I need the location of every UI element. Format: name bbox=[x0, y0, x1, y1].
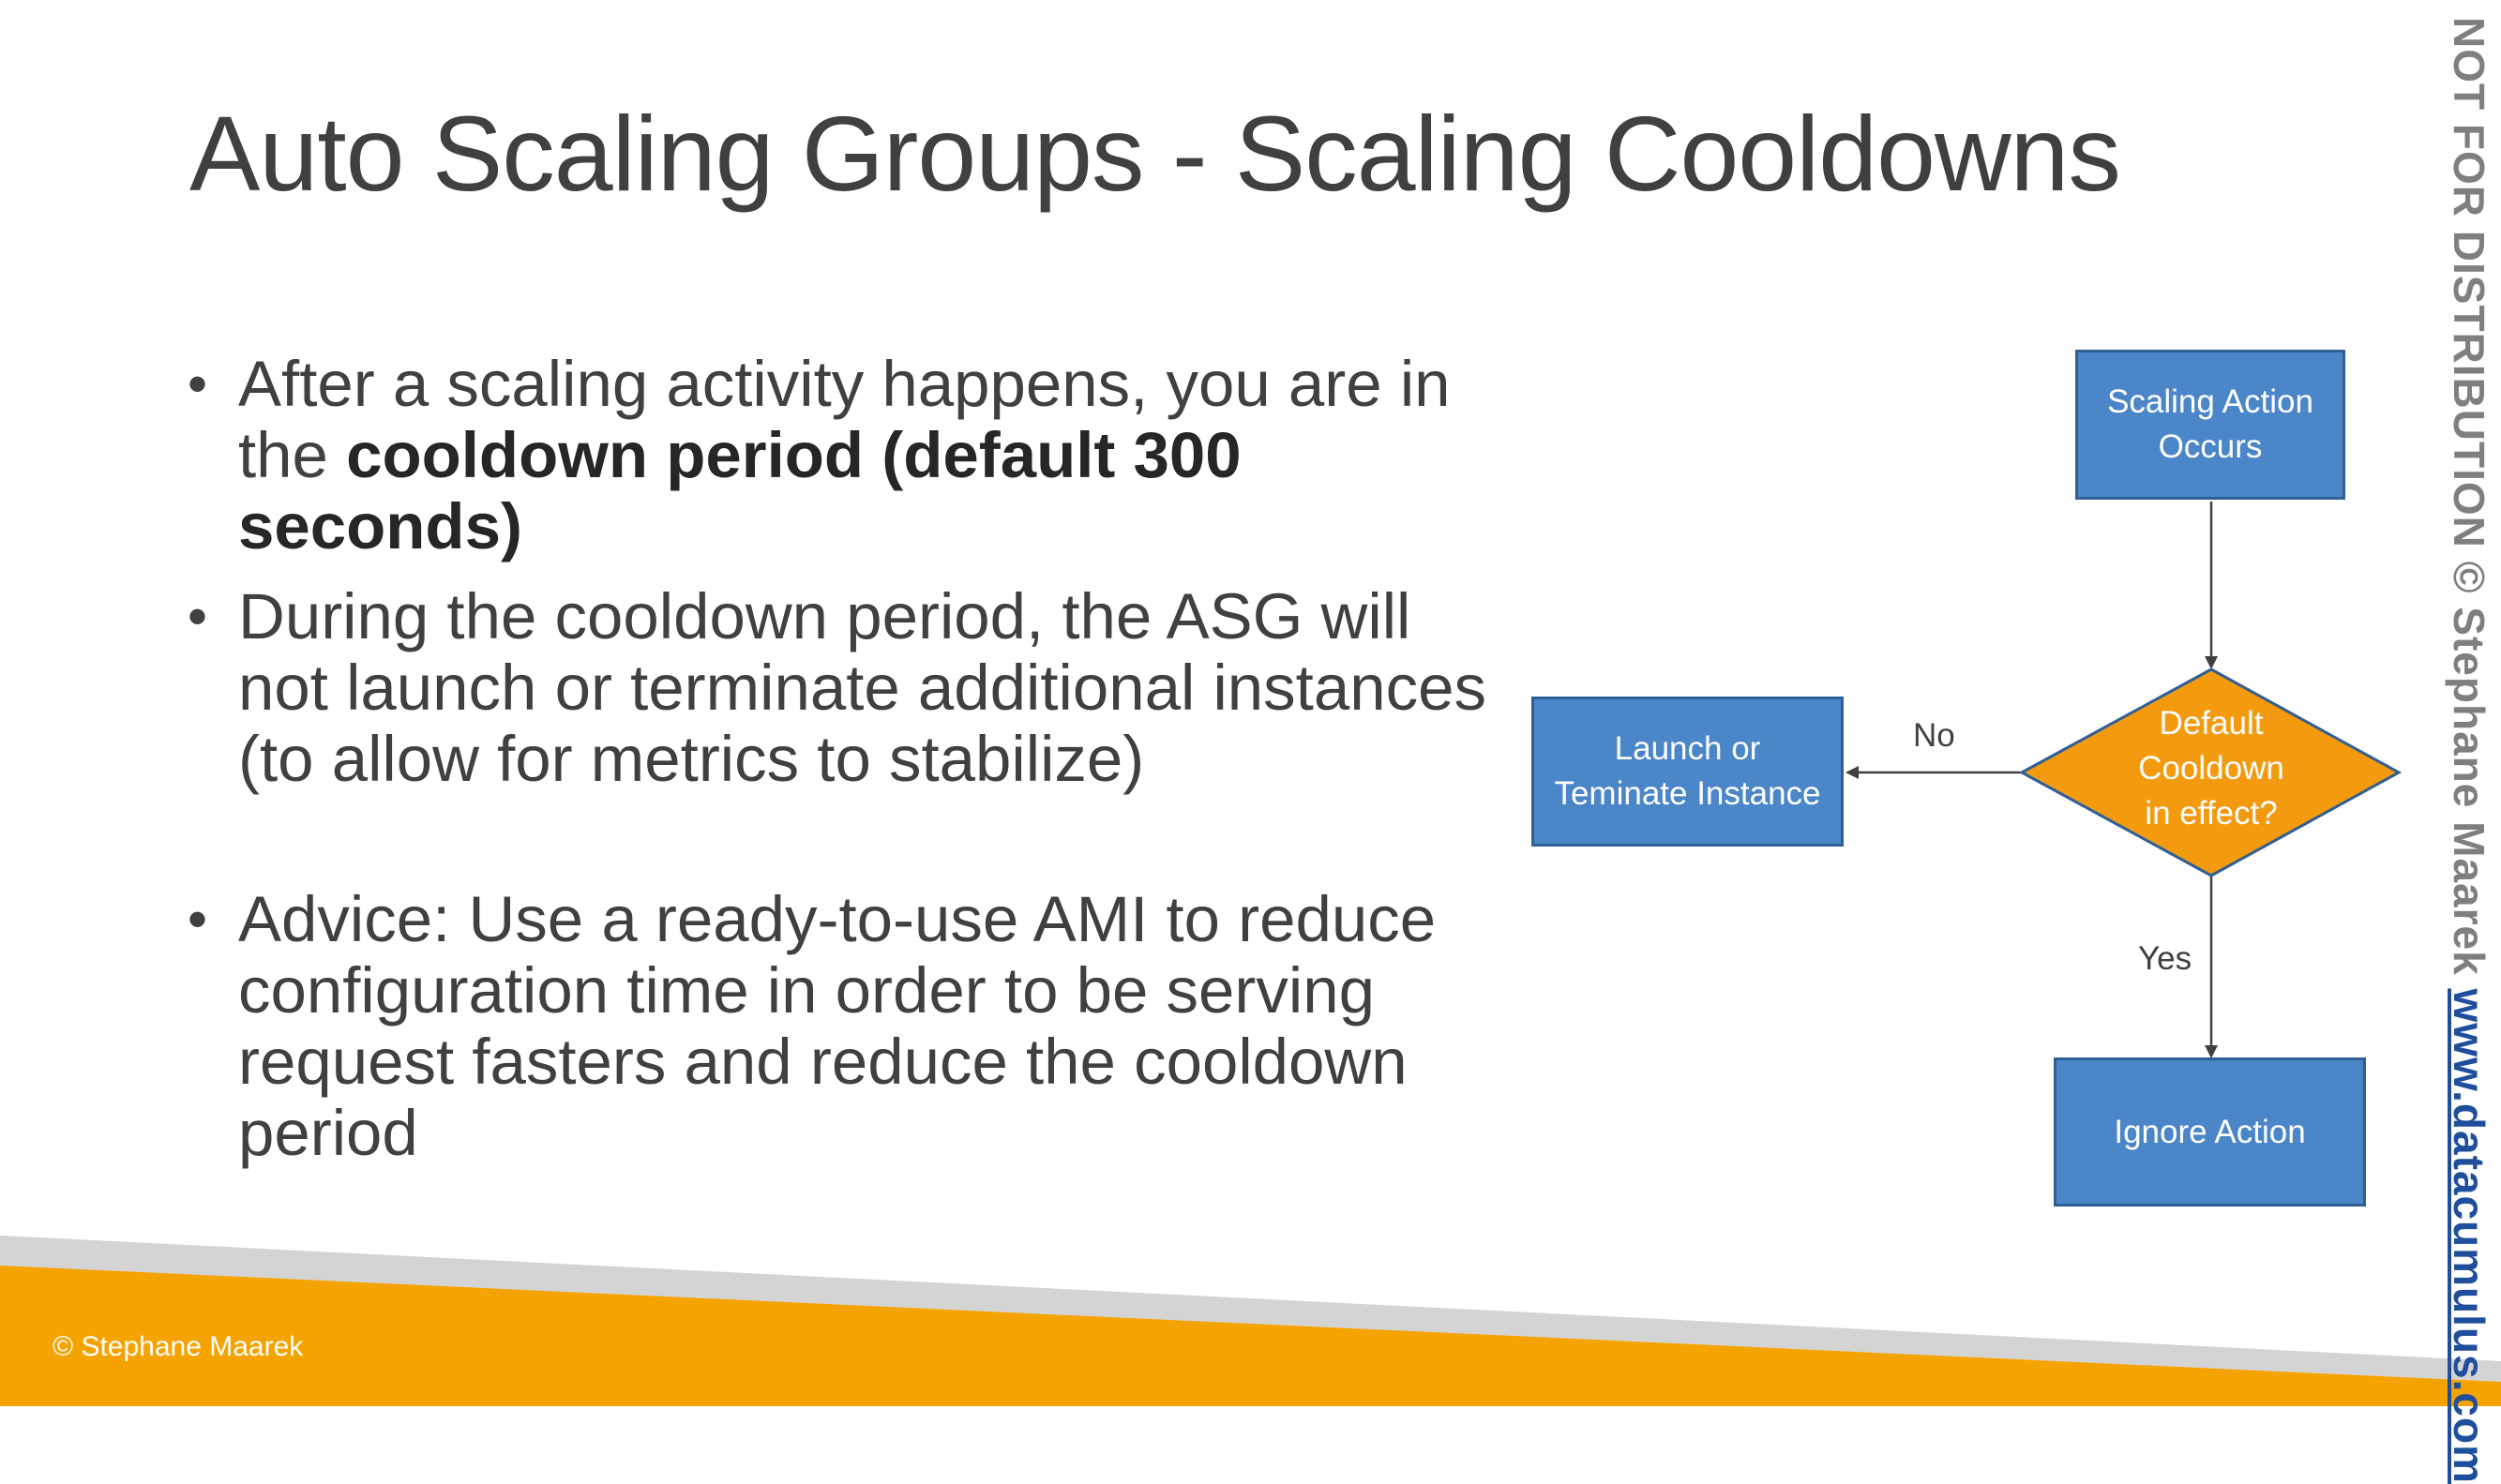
edge-label-yes: Yes bbox=[2138, 940, 2192, 977]
node-line: Default bbox=[2159, 705, 2264, 742]
node-line: Scaling Action bbox=[2107, 383, 2313, 420]
slide: Auto Scaling Groups - Scaling Cooldowns … bbox=[0, 17, 2501, 1484]
bullet-glyph: • bbox=[188, 585, 208, 648]
slide-title: Auto Scaling Groups - Scaling Cooldowns bbox=[189, 95, 2121, 213]
node-default-cooldown: Default Cooldown in effect? bbox=[2071, 701, 2352, 836]
footer-band-orange bbox=[0, 1266, 2501, 1406]
flowchart bbox=[1846, 502, 2403, 1058]
bullet-bold-text: cooldown period (default 300 seconds) bbox=[238, 419, 1242, 562]
node-line: Cooldown bbox=[2138, 750, 2284, 787]
node-line: in effect? bbox=[2145, 795, 2278, 832]
bullet-glyph: • bbox=[188, 352, 208, 415]
node-line: Ignore Action bbox=[2114, 1113, 2306, 1150]
node-launch-or-terminate: Launch or Teminate Instance bbox=[1531, 697, 1844, 847]
edge-label-no: No bbox=[1913, 717, 1955, 754]
bullet-list: • After a scaling activity happens, you … bbox=[188, 349, 1500, 1169]
watermark-url-link[interactable]: www.datacumulus.com bbox=[2445, 988, 2493, 1484]
footer-band bbox=[0, 1236, 2501, 1406]
decision-diamond bbox=[2018, 667, 2403, 877]
node-line: Launch or bbox=[1614, 730, 1761, 767]
bullet-glyph: • bbox=[188, 888, 208, 951]
bullet-text: After a scaling activity happens, you ar… bbox=[238, 348, 1451, 491]
bullet-text: Advice: Use a ready-to-use AMI to reduce… bbox=[238, 883, 1437, 1169]
node-line: Teminate Instance bbox=[1554, 775, 1821, 812]
bullet-text: During the cooldown period, the ASG will… bbox=[238, 580, 1486, 795]
bullet-item: • After a scaling activity happens, you … bbox=[188, 349, 1500, 562]
watermark-text: NOT FOR DISTRIBUTION © Stephane Maarek bbox=[2445, 17, 2493, 989]
footer-copyright: © Stephane Maarek bbox=[53, 1331, 304, 1362]
node-ignore-action: Ignore Action bbox=[2054, 1057, 2366, 1207]
node-scaling-action: Scaling Action Occurs bbox=[2075, 350, 2345, 500]
watermark: NOT FOR DISTRIBUTION © Stephane Maarek w… bbox=[2444, 17, 2494, 1484]
bullet-item: • Advice: Use a ready-to-use AMI to redu… bbox=[188, 884, 1500, 1169]
node-line: Occurs bbox=[2158, 428, 2263, 465]
bullet-item: • During the cooldown period, the ASG wi… bbox=[188, 581, 1500, 795]
